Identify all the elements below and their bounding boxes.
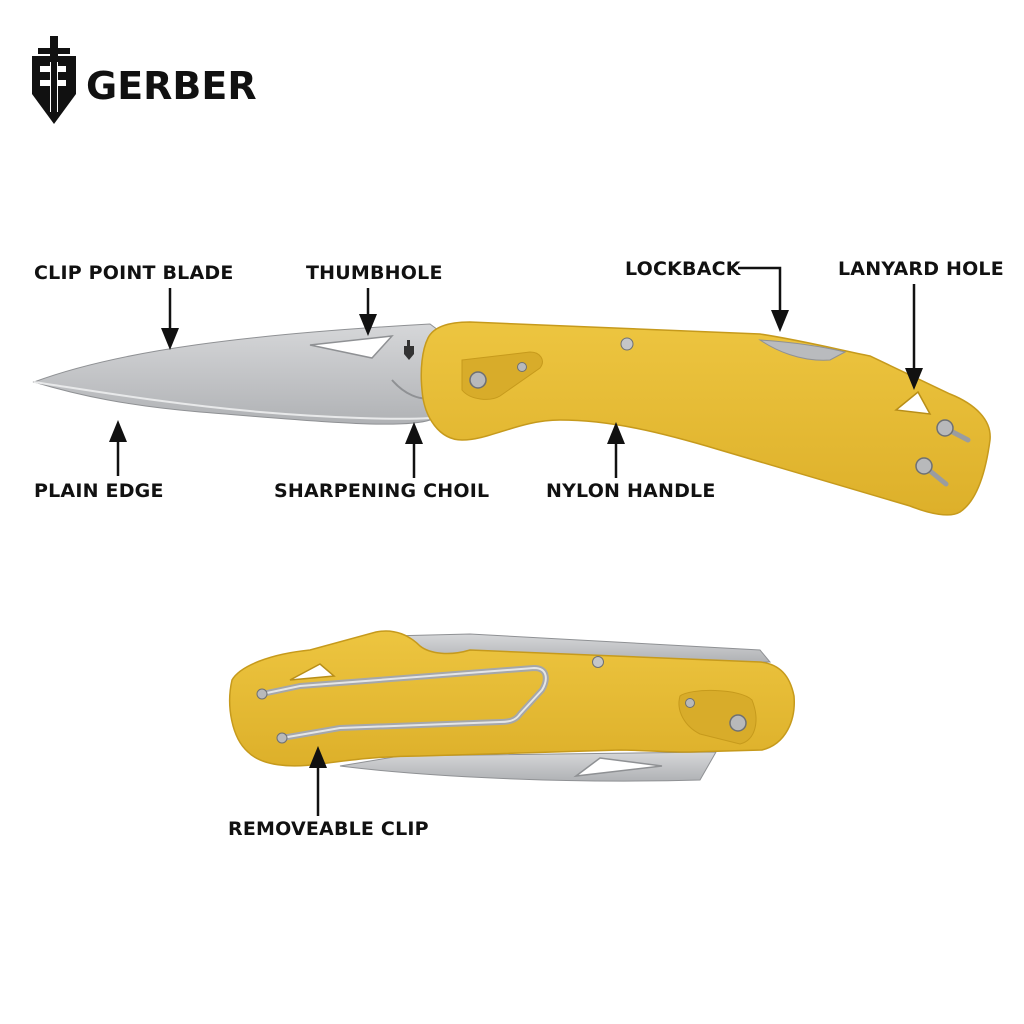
closed-handle — [229, 630, 795, 767]
closed-knife — [229, 630, 795, 782]
gerber-logo: GERBER — [30, 34, 270, 126]
closed-blade-edge — [339, 751, 717, 782]
label-thumbhole: THUMBHOLE — [306, 262, 443, 284]
lockback — [758, 339, 847, 361]
label-sharpening-choil: SHARPENING CHOIL — [274, 480, 490, 502]
label-clip-point-blade: CLIP POINT BLADE — [34, 262, 234, 284]
thumbhole — [309, 335, 394, 359]
open-knife — [32, 321, 991, 516]
label-nylon-handle: NYLON HANDLE — [546, 480, 716, 502]
label-lanyard-hole: LANYARD HOLE — [838, 258, 1004, 280]
gerber-shield-icon — [32, 36, 76, 124]
callout-arrows — [109, 266, 923, 816]
label-removeable-clip: REMOVEABLE CLIP — [228, 818, 429, 840]
label-plain-edge: PLAIN EDGE — [34, 480, 164, 502]
brand-name: GERBER — [86, 64, 257, 108]
label-lockback: LOCKBACK — [625, 258, 741, 280]
arrow-lockback — [738, 266, 782, 318]
lanyard-hole — [894, 390, 932, 415]
nylon-handle-shape — [420, 321, 991, 516]
